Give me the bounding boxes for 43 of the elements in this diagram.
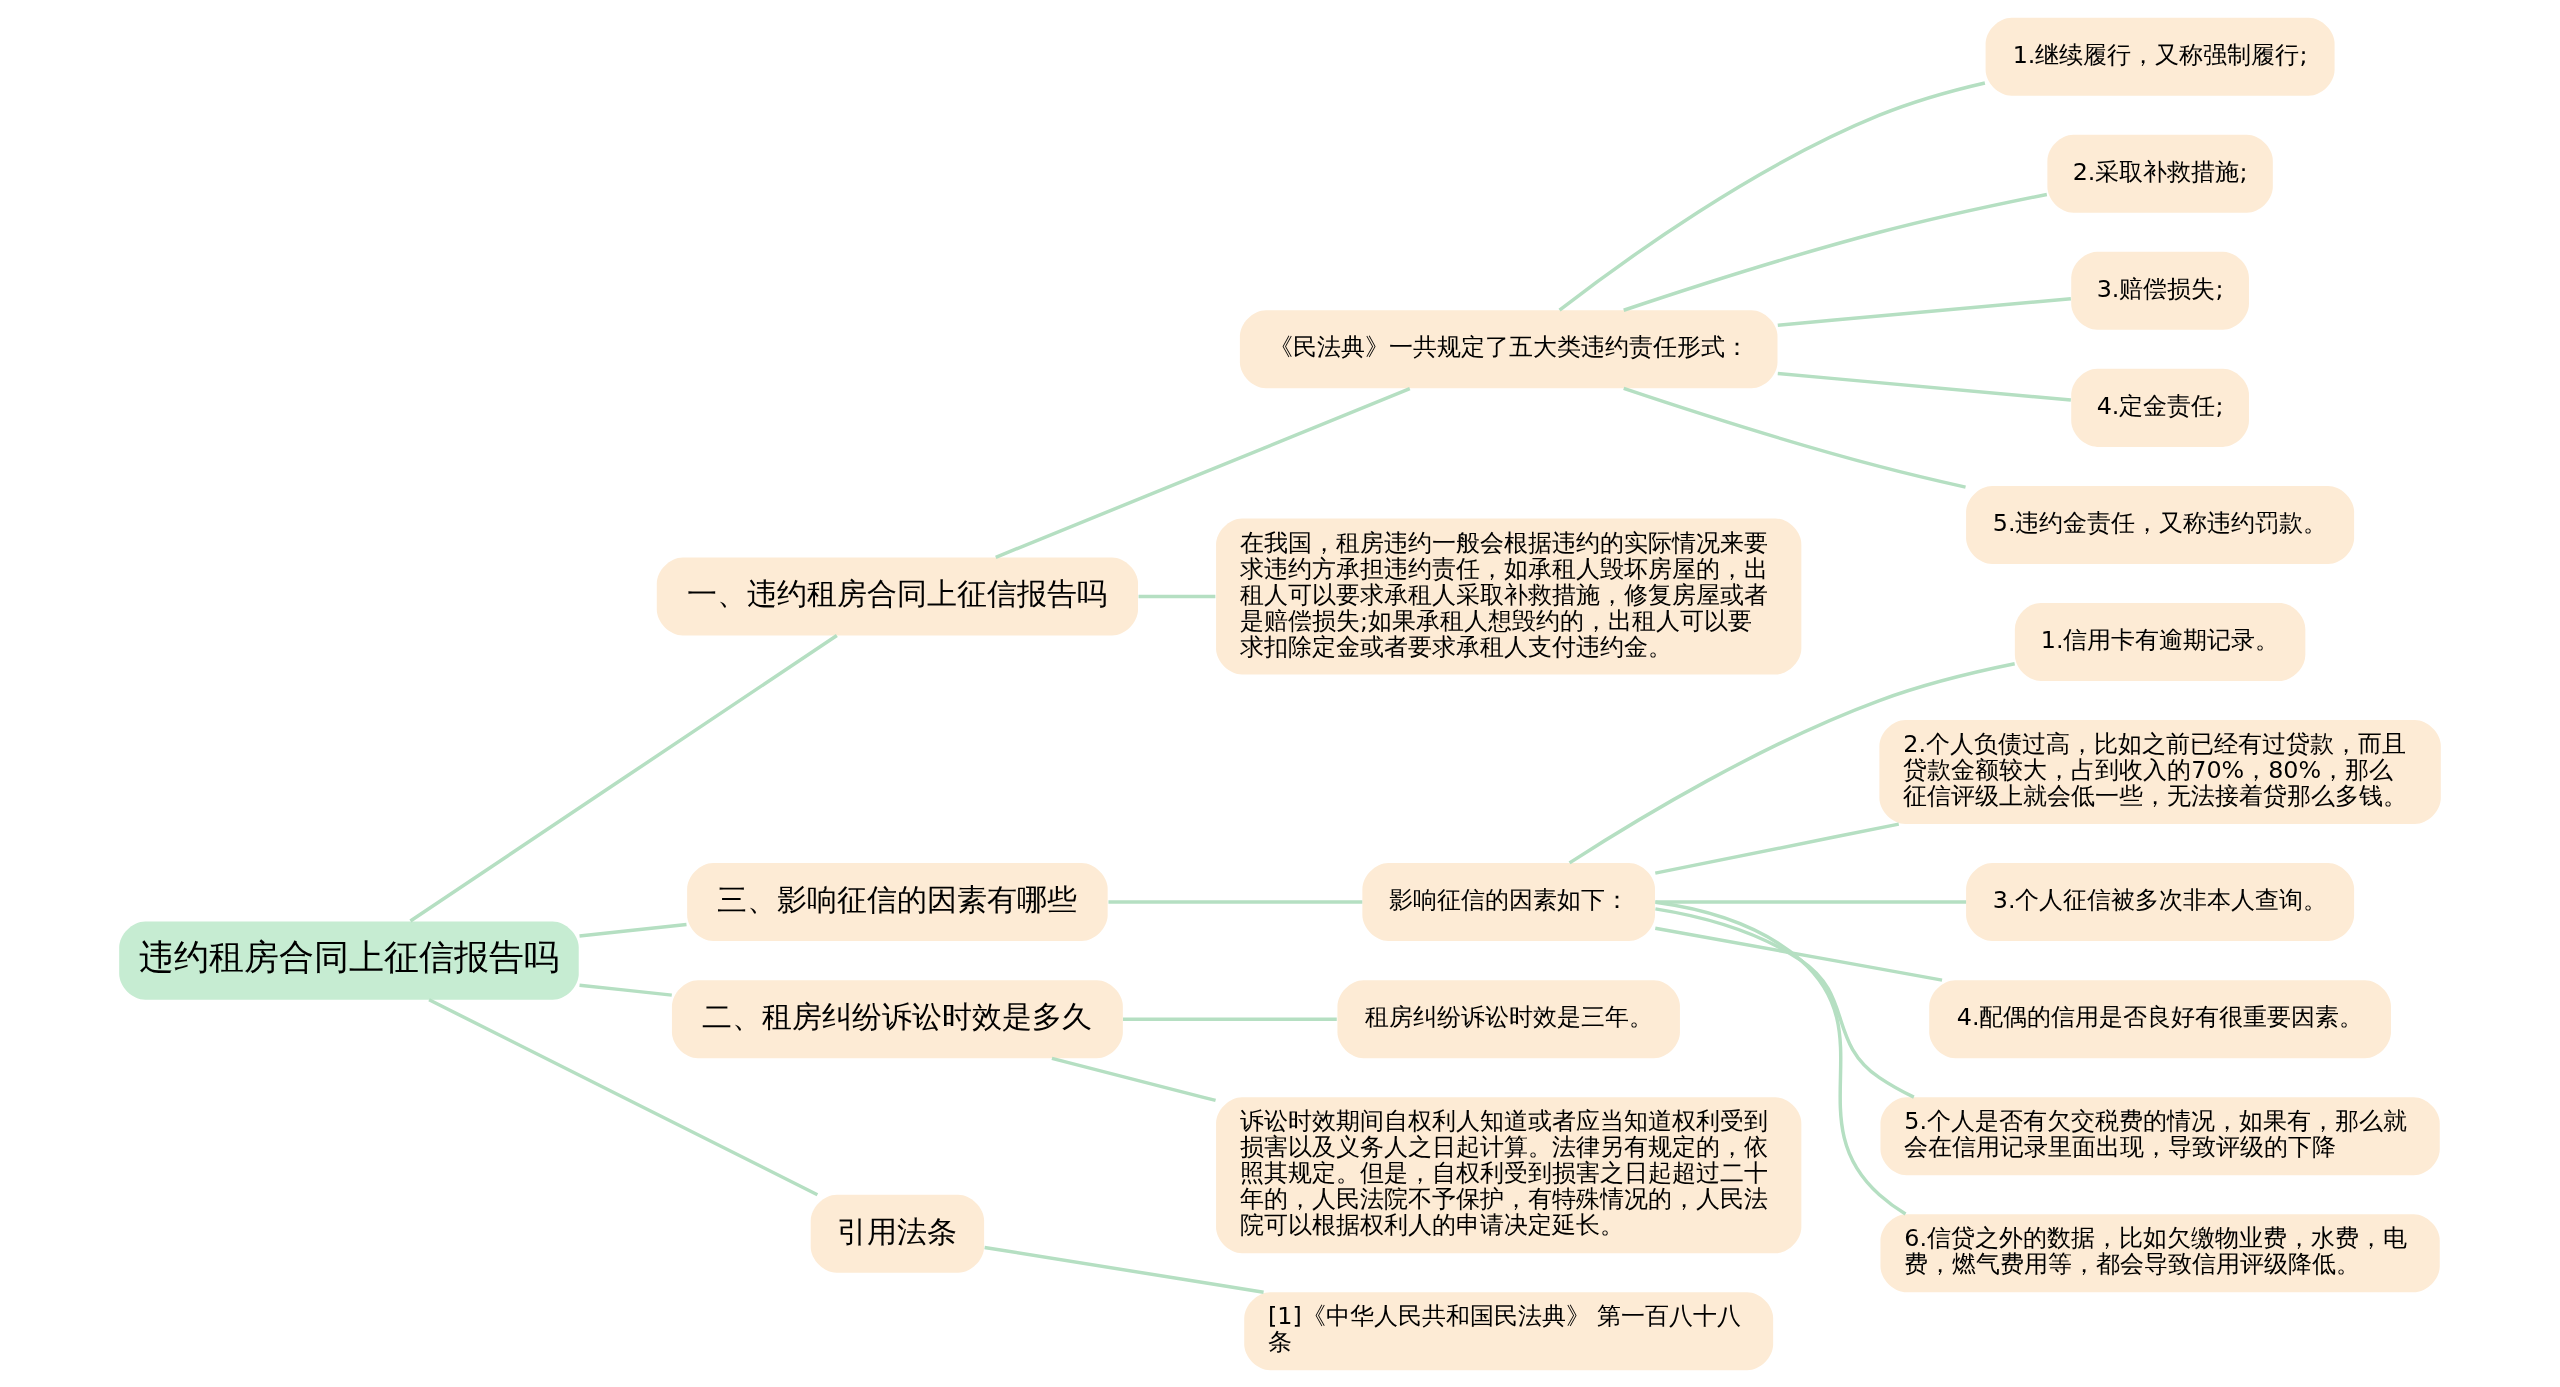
connector [1568,661,2015,864]
connector [428,997,819,1196]
connector [1051,1056,1216,1102]
connector [1777,296,2071,327]
connector [1623,192,2048,312]
connector [1654,926,1943,982]
node-box: 4.配偶的信用是否良好有很重要因素。 [1929,979,2391,1058]
connector [1655,906,1915,1099]
connector [579,982,672,997]
node-box: 在我国，租房违约一般会根据违约的实际情况来要求违约方承担违约责任，如承租人毁坏房屋的，出租人可以要求承租人采取补救措施，修复房屋或者是赔偿损失;如果承租人想毁约的，出租人可以要求扣除定金或者要求承租人支付违约金。 [1216,517,1802,674]
connector [1655,900,1907,1216]
connector [995,386,1411,559]
node-box: 引用法条 [810,1194,985,1273]
node-box: 2.采取补救措施; [2047,134,2273,213]
node-box: 租房纠纷诉讼时效是三年。 [1337,979,1680,1058]
node-box: 3.个人征信被多次非本人查询。 [1966,862,2355,941]
connector [1123,1016,1337,1021]
node-box: 5.个人是否有欠交税费的情况，如果有，那么就会在信用记录里面出现，导致评级的下降 [1880,1096,2440,1175]
node-box: 二、租房纠纷诉讼时效是多久 [671,979,1123,1058]
node-box: 1.继续履行，又称强制履行; [1985,17,2335,96]
connector [1655,899,1967,904]
node-box: 5.违约金责任，又称违约罚款。 [1966,485,2355,564]
connector [579,922,687,938]
node-box: 一、违约租房合同上征信报告吗 [656,556,1138,635]
node-box: 3.赔偿损失; [2071,251,2249,330]
connector [409,633,838,922]
connector [1558,80,1986,312]
node-box: 2.个人负债过高，比如之前已经有过贷款，而且贷款金额较大，占到收入的70%，80%，那么征信评级上就会低一些，无法接着贷那么多钱。 [1879,719,2441,824]
node-box: 4.定金责任; [2071,368,2249,447]
connector [1777,371,2071,402]
node-box: 诉讼时效期间自权利人知道或者应当知道权利受到损害以及义务人之日起计算。法律另有规定的，依照其规定。但是，自权利受到损害之日起超过二十年的，人民法院不予保护，有特殊情况的，人民法院可以根据权利人的申请决定延长。 [1216,1096,1802,1253]
node-box: 6.信贷之外的数据，比如欠缴物业费，水费，电费，燃气费用等，都会导致信用评级降低。 [1880,1213,2440,1292]
connector [1654,821,1900,875]
node-box: 违约租房合同上征信报告吗 [119,921,579,1000]
connector [1138,594,1216,598]
connector [1623,386,1966,489]
connector [1108,899,1363,904]
node-box: 影响征信的因素如下： [1362,862,1655,941]
node-box: [1]《中华人民共和国民法典》 第一百八十八条 [1244,1291,1774,1370]
node-box: 三、影响征信的因素有哪些 [687,862,1108,941]
node-box: 《民法典》一共规定了五大类违约责任形式： [1239,309,1778,388]
connector [984,1245,1264,1294]
node-box: 1.信用卡有逾期记录。 [2014,602,2306,681]
